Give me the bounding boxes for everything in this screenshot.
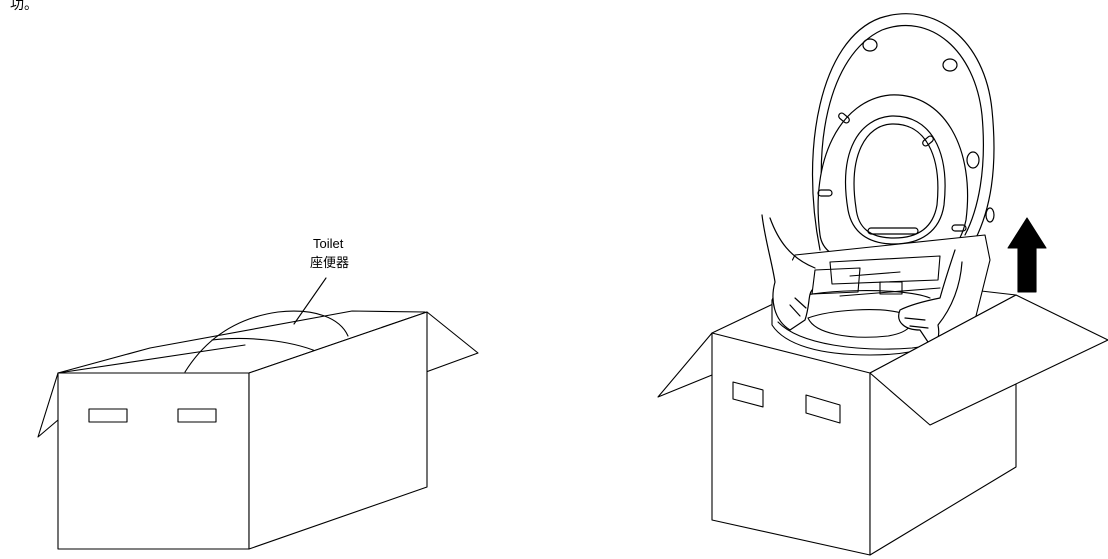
label-leader-line [293,277,327,325]
box-back-flap-top [149,310,426,349]
box-right-flap-right [869,294,1108,426]
handle-hole-right [177,408,217,423]
hands [761,214,963,346]
toilet-label-english: Toilet [313,236,344,251]
right-box-figure [657,13,1108,556]
toilet-label-chinese: 座便器 [310,256,350,271]
handle-hole-right-right [805,394,841,424]
box-left-flap-right [657,332,713,398]
box-side-face [248,311,428,550]
left-box-figure [37,277,479,550]
toilet-dome-in-box [184,310,349,373]
box-left-flap [37,372,59,438]
box-front-face [57,372,250,550]
box-back-flap [57,344,246,374]
up-arrow [1007,217,1047,293]
handle-hole-left-right [732,381,764,408]
top-text-fragment: 功。 [10,0,38,13]
box-front-face-right [711,332,871,556]
handle-hole-left [88,408,128,423]
